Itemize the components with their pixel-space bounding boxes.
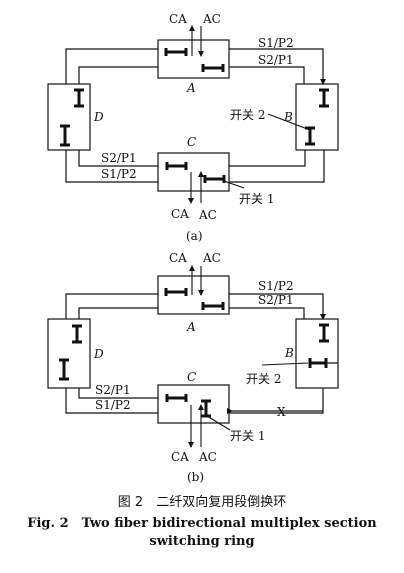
caption-chinese: 图 2 二纤双向复用段倒换环: [118, 494, 286, 510]
node-a-box-b: [157, 275, 230, 315]
switch-1-label: 开关 1: [239, 192, 274, 206]
ring-fibers-b: [65, 293, 338, 414]
node-c-box: [157, 152, 230, 192]
panel-b-label: (b): [187, 470, 204, 484]
caption-english-line1: Fig. 2 Two fiber bidirectional multiplex…: [27, 516, 377, 531]
ca-label-top-b: CA: [169, 251, 187, 265]
fiber-label-bottom-inner-b: S2/P1: [95, 383, 131, 397]
node-d-box-b: [47, 318, 91, 389]
switch-1-label-b: 开关 1: [230, 429, 265, 443]
node-a-box: [157, 39, 230, 79]
switch-2-label: 开关 2: [230, 108, 265, 122]
fiber-label-bottom-outer-b: S1/P2: [95, 398, 131, 412]
node-a-label-b: A: [186, 320, 196, 334]
node-b-box-b: [295, 318, 339, 389]
node-d-label: D: [93, 110, 104, 124]
ca-label-bottom: CA: [171, 207, 189, 221]
fiber-label-bottom-inner: S2/P1: [101, 151, 137, 165]
node-d-label-b: D: [93, 347, 104, 361]
ca-label-bottom-b: CA: [171, 450, 189, 464]
node-c-label: C: [187, 135, 196, 149]
switch-symbols-a: [60, 48, 329, 183]
fiber-label-top-outer-b: S1/P2: [258, 279, 294, 293]
ac-label-top: AC: [202, 12, 221, 26]
node-b-label-b: B: [284, 346, 294, 360]
node-b-box: [295, 83, 339, 151]
switch-symbols-b: [59, 288, 329, 418]
break-mark: X: [277, 405, 286, 419]
fiber-label-top-outer: S1/P2: [258, 36, 294, 50]
add-drop-arrows-b: [188, 265, 309, 448]
ac-label-bottom-b: AC: [198, 450, 217, 464]
ac-label-top-b: AC: [202, 251, 221, 265]
node-a-label: A: [186, 81, 196, 95]
node-d-box: [47, 83, 91, 151]
switch-2-label-b: 开关 2: [246, 372, 281, 386]
node-b-label: B: [283, 110, 293, 124]
fiber-label-bottom-outer: S1/P2: [101, 167, 137, 181]
caption-english-line2: switching ring: [149, 534, 254, 549]
figure-caption: 图 2 二纤双向复用段倒换环 Fig. 2 Two fiber bidirect…: [27, 494, 377, 549]
add-drop-arrows-a: [188, 25, 311, 204]
ac-label-bottom: AC: [198, 208, 217, 222]
panel-a: CA AC S1/P2 S2/P1 A D B 开关 2 C S2/P1 S1/…: [47, 12, 339, 243]
node-c-box-b: [157, 384, 230, 424]
panel-b: CA AC S1/P2 S2/P1 A D B 开关 2 C S2/P1 S1/…: [47, 251, 339, 484]
panel-a-label: (a): [186, 229, 203, 243]
fiber-label-top-inner: S2/P1: [258, 53, 294, 67]
node-c-label-b: C: [187, 370, 196, 384]
ring-fibers-a: [65, 48, 326, 183]
fiber-label-top-inner-b: S2/P1: [258, 293, 294, 307]
ca-label-top: CA: [169, 12, 187, 26]
